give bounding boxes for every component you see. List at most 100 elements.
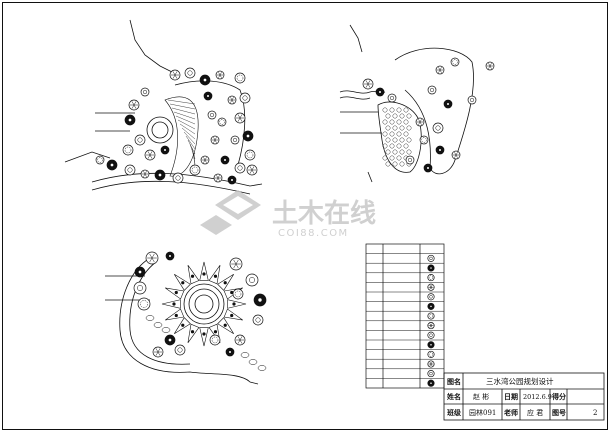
tree-symbol — [242, 130, 254, 142]
plan3-radial-beds — [161, 261, 247, 347]
watermark-english-text: COI88.COM — [278, 228, 349, 239]
plan2-trees — [362, 57, 495, 173]
label-teacher: 老师 — [503, 408, 518, 417]
tree-symbol — [451, 150, 461, 160]
tree-symbol — [106, 159, 118, 171]
tree-symbol — [154, 169, 166, 181]
tree-symbol — [200, 155, 210, 165]
legend-rows — [366, 253, 444, 387]
label-drawing-number: 图号 — [552, 408, 566, 417]
plan-view-top-right — [339, 24, 495, 183]
tree-symbol — [415, 117, 425, 127]
label-score: 得分 — [551, 392, 566, 401]
tree-symbol — [432, 122, 444, 134]
plan3-edge — [119, 257, 259, 385]
tree-symbol — [207, 110, 217, 120]
tree-symbol — [144, 149, 156, 161]
tree-symbol — [172, 172, 184, 184]
title-block — [443, 372, 605, 421]
watermark-logo-icon — [200, 190, 261, 235]
tree-symbol — [387, 93, 397, 103]
tree-symbol — [427, 293, 435, 301]
plan2-path — [394, 47, 474, 175]
tree-symbol — [134, 266, 146, 278]
plan-view-top-left — [64, 19, 263, 195]
tree-symbol — [427, 370, 435, 378]
tree-symbol — [189, 164, 201, 176]
tree-symbol — [227, 95, 237, 105]
tree-symbol — [435, 145, 445, 155]
tree-symbol — [134, 134, 146, 146]
plan3-trees — [133, 251, 267, 358]
label-student-name: 姓名 — [446, 392, 461, 401]
date-value: 2012.6.9 — [523, 393, 552, 401]
tree-symbol — [215, 70, 225, 80]
tree-symbol — [229, 257, 243, 271]
plan1-plaza — [146, 116, 174, 144]
plan1-path-outer — [91, 172, 263, 187]
drawing-number: 2 — [593, 409, 597, 417]
tree-symbol — [220, 155, 230, 165]
tree-symbol — [122, 144, 134, 156]
tree-symbol — [213, 173, 223, 183]
tree-symbol — [210, 135, 220, 145]
tree-symbol — [252, 314, 264, 326]
tree-symbol — [239, 92, 251, 104]
tree-symbol — [423, 163, 433, 173]
tree-symbol — [124, 164, 136, 176]
tree-symbol — [133, 281, 147, 295]
plan1-edge — [64, 151, 111, 163]
tree-symbol — [140, 169, 150, 179]
teacher-name: 应 君 — [527, 408, 543, 417]
plan2-shrub-texture — [382, 107, 412, 167]
tree-symbol — [467, 95, 477, 105]
tree-symbol — [405, 155, 415, 165]
plan1-hatched-lawn — [164, 96, 199, 177]
plan2-leader-3 — [367, 171, 373, 183]
tree-symbol — [160, 145, 170, 155]
tree-symbol — [427, 85, 437, 95]
tree-symbol — [137, 297, 151, 311]
class-name: 园林091 — [469, 408, 496, 417]
plan3-stepping-stones — [145, 315, 267, 371]
tree-symbol — [152, 346, 164, 358]
tree-symbol — [234, 162, 246, 174]
tree-symbol — [246, 164, 258, 176]
tree-symbol — [375, 87, 385, 97]
tree-symbol — [419, 135, 429, 145]
tree-symbol — [427, 312, 435, 320]
title-block-text: 图名 三水湾公园规划设计 姓名 赵 彬 日期 2012.6.9 得分 班级 园林… — [446, 376, 597, 417]
tree-symbol — [427, 341, 435, 349]
plan-view-bottom-left — [105, 251, 267, 385]
tree-symbol — [234, 334, 246, 346]
plan2-boundary-line — [349, 24, 363, 53]
tree-symbol — [427, 264, 435, 272]
tree-symbol — [124, 114, 136, 126]
tree-symbol — [164, 334, 176, 346]
tree-symbol — [209, 334, 221, 346]
plan1-lawn-edge — [174, 80, 246, 166]
tree-symbol — [450, 57, 460, 67]
tree-symbol — [225, 347, 235, 357]
tree-symbol — [232, 288, 244, 300]
tree-symbol — [427, 283, 435, 291]
tree-symbol — [95, 155, 105, 165]
tree-symbol — [230, 135, 240, 145]
plan1-boundary-line — [129, 19, 173, 73]
tree-symbol — [435, 65, 445, 75]
plan3-plaza-core — [194, 294, 214, 314]
plan3-edge-inner — [129, 261, 191, 365]
tree-symbol — [234, 112, 246, 124]
tree-symbol — [217, 117, 227, 127]
project-title: 三水湾公园规划设计 — [486, 376, 554, 386]
tree-symbol — [128, 99, 140, 111]
tree-symbol — [184, 67, 196, 79]
plan2-river-2 — [339, 96, 371, 100]
tree-symbol — [244, 149, 256, 161]
plan1-hatching — [167, 99, 196, 170]
tree-symbol — [245, 273, 259, 287]
tree-symbol — [140, 87, 150, 97]
